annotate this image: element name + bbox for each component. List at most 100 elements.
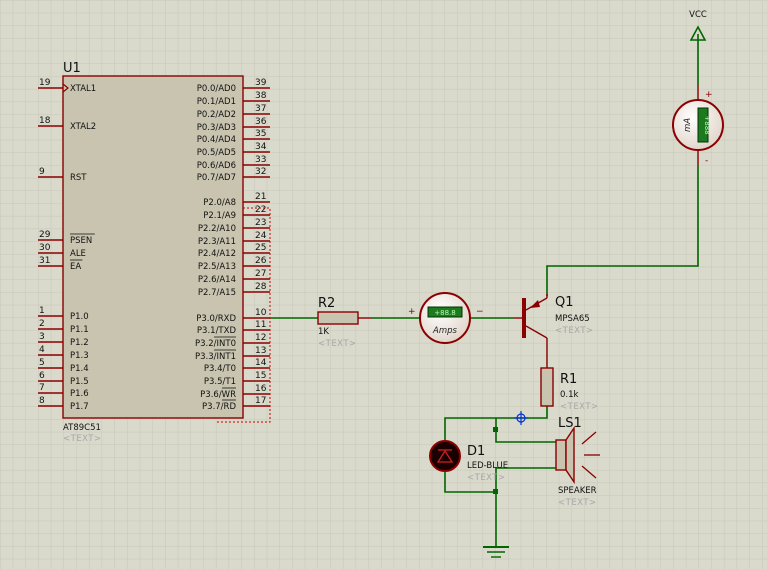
r1-body [540, 367, 554, 407]
mcu-pin-3[interactable]: 3P1.2 [38, 332, 89, 348]
ammeter-body [419, 292, 471, 344]
resistor-r1[interactable]: R1 0.1k <TEXT> [540, 367, 599, 412]
ammeter-minus: − [476, 307, 484, 317]
q1-emitter-arrow-icon [530, 300, 540, 308]
mcu-pin-8[interactable]: 8P1.7 [38, 396, 89, 412]
pin-label: P0.3/AD3 [197, 123, 236, 133]
pin-number: 6 [39, 371, 45, 381]
pin-number: 11 [255, 320, 266, 330]
pin-label: P3.1/TXD [197, 326, 237, 336]
ammeter[interactable]: +88.8 Amps + − [408, 292, 484, 344]
pin-label: P3.2/INT0 [195, 339, 236, 349]
mcu-pin-4[interactable]: 4P1.3 [38, 345, 89, 361]
pin-number: 16 [255, 384, 267, 394]
junction-dot [493, 427, 498, 432]
pin-number: 35 [255, 129, 266, 139]
pin-number: 36 [255, 117, 267, 127]
mcu-pin-7[interactable]: 7P1.6 [38, 383, 89, 399]
pin-number: 31 [39, 256, 50, 266]
pin-number: 19 [39, 78, 51, 88]
resistor-r2[interactable]: R2 1K <TEXT> [317, 296, 372, 349]
mcu-part: AT89C51 [63, 423, 101, 433]
pin-label: P2.5/A13 [198, 262, 236, 272]
pin-label: RST [70, 173, 87, 183]
pin-label: P0.7/AD7 [197, 173, 236, 183]
ammeter-display [427, 306, 463, 318]
transistor-q1[interactable]: Q1 MPSA65 <TEXT> [514, 294, 594, 368]
pin-number: 14 [255, 358, 267, 368]
speaker-cone-icon [565, 425, 575, 485]
pin-number: 5 [39, 358, 45, 368]
pin-number: 8 [39, 396, 45, 406]
mcu-pin-1[interactable]: 1P1.0 [38, 306, 89, 322]
pin-label: XTAL2 [70, 122, 96, 132]
pin-label: P2.1/A9 [203, 211, 236, 221]
vcc-terminal[interactable]: VCC [689, 10, 707, 41]
d1-placeholder: <TEXT> [467, 473, 506, 483]
pin-label: P3.4/T0 [204, 364, 236, 374]
pin-number: 34 [255, 142, 267, 152]
mcu-right-pins: 39P0.0/AD038P0.1/AD137P0.2/AD236P0.3/AD3… [195, 78, 270, 412]
ammeter-plus: + [408, 307, 416, 317]
pin-label: P1.7 [70, 402, 89, 412]
d1-ref: D1 [467, 444, 485, 459]
pin-number: 24 [255, 231, 267, 241]
led-body [429, 440, 461, 472]
mcu-pin-2[interactable]: 2P1.1 [38, 319, 89, 335]
mcu-pin-5[interactable]: 5P1.4 [38, 358, 89, 374]
milliammeter[interactable]: +888 mA + - [672, 86, 724, 166]
wire-node-speaker-top [495, 418, 556, 443]
milliammeter-reading: +888 [703, 115, 711, 134]
mcu-pin-6[interactable]: 6P1.5 [38, 371, 89, 387]
mcu-ref: U1 [63, 61, 81, 76]
pin-label: P3.6/WR [200, 390, 236, 400]
pin-label: P0.5/AD5 [197, 148, 236, 158]
r1-placeholder: <TEXT> [560, 402, 599, 412]
r1-ref: R1 [560, 372, 577, 387]
ammeter-reading: +88.8 [434, 309, 455, 317]
probe-marker-icon[interactable] [514, 411, 528, 425]
q1-ref: Q1 [555, 295, 574, 310]
speaker-ls1[interactable]: LS1 SPEAKER <TEXT> [555, 416, 600, 508]
pin-label: P2.3/A11 [198, 237, 236, 247]
led-d1[interactable]: D1 LED-BLUE <TEXT> [429, 440, 508, 483]
q1-part: MPSA65 [555, 314, 590, 324]
pin-label: P3.5/T1 [204, 377, 236, 387]
q1-placeholder: <TEXT> [555, 326, 594, 336]
pin-label: P1.1 [70, 325, 89, 335]
pin-number: 32 [255, 167, 266, 177]
ground-icon[interactable] [483, 546, 509, 558]
